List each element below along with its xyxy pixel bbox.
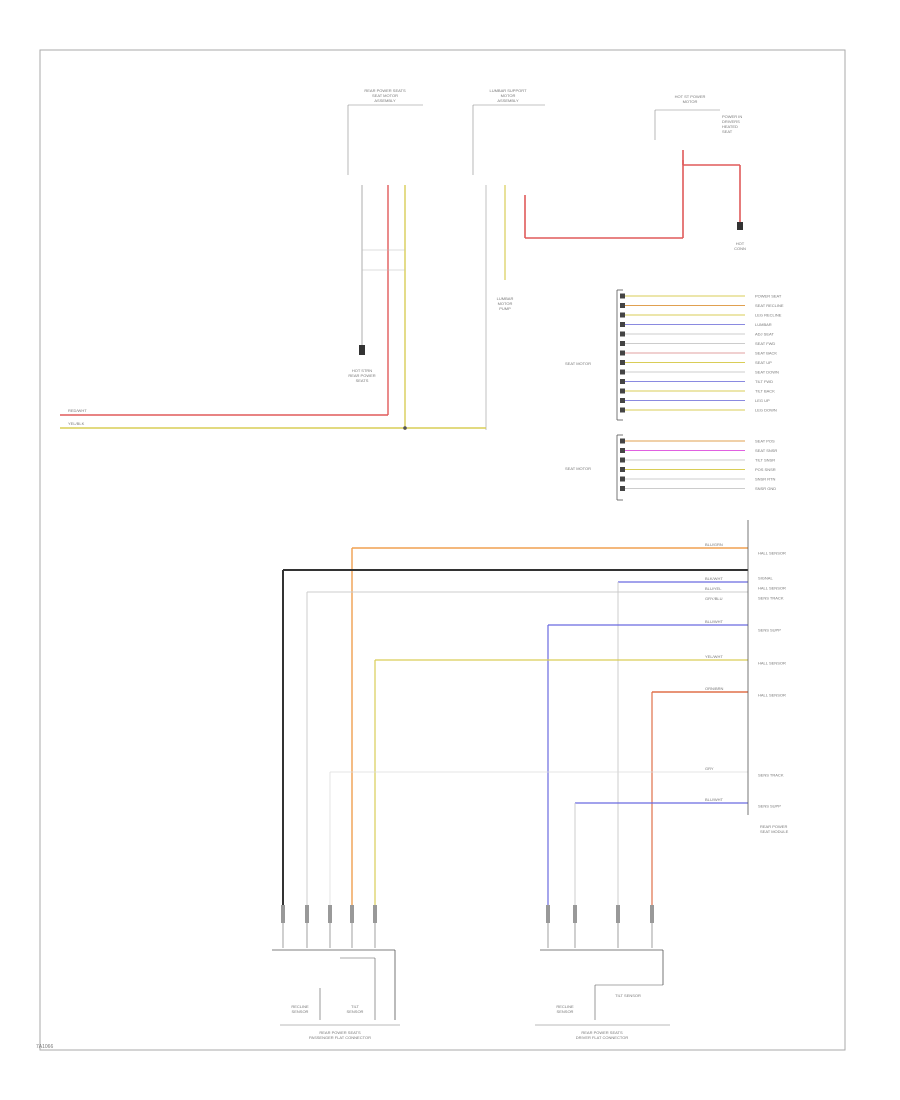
connector-2-pin-label: SEAT POS bbox=[755, 439, 775, 444]
connector-2-pin bbox=[620, 486, 625, 491]
connector-1-pin bbox=[620, 369, 625, 375]
terminal-stub bbox=[573, 905, 577, 923]
connector-1-pin bbox=[620, 293, 625, 299]
terminal-stub bbox=[616, 905, 620, 923]
lower-pin-label: SENS SUPP bbox=[758, 804, 781, 809]
bottom-connector-stubs bbox=[281, 905, 654, 948]
connector-1-pin bbox=[620, 350, 625, 356]
connector-group-2-label: SEAT MOTOR bbox=[565, 466, 591, 471]
connector-2-pin-label: SEAT SNSR bbox=[755, 448, 777, 453]
connector-1-pin-label: LEG DOWN bbox=[755, 408, 777, 413]
connector-2-pin bbox=[620, 438, 625, 444]
wire-color-label: GRY/BLU bbox=[705, 596, 723, 601]
terminal-stub bbox=[650, 905, 654, 923]
connector-group-1-label: SEAT MOTOR bbox=[565, 361, 591, 366]
connector-group-1: SEAT MOTOR POWER SEAT SEAT RECLINE LEG REC… bbox=[565, 289, 784, 421]
wire-color-label: BLU/WHT bbox=[705, 797, 724, 802]
connector-1-pin-label: TILT FWD bbox=[755, 379, 773, 384]
terminal-stub bbox=[350, 905, 354, 923]
wire-color-label: BLU/YEL bbox=[705, 586, 722, 591]
connector-2-pin-label: TILT SNSR bbox=[755, 458, 775, 463]
connector-1-pin bbox=[620, 331, 625, 337]
lower-pin-label: HALL SENSOR bbox=[758, 661, 786, 666]
connector-group-2: SEAT MOTOR SEAT POS SEAT SNSR TILT SNSR POS… bbox=[565, 434, 777, 501]
left-feed-wires: RED/WHT YEL/BLK bbox=[60, 408, 486, 430]
terminal-stub bbox=[373, 905, 377, 923]
terminal-stub bbox=[305, 905, 309, 923]
connector-1-pin-label: LEG RECLINE bbox=[755, 313, 782, 318]
wire-label-yellow: YEL/BLK bbox=[68, 421, 85, 426]
lower-pin-label: HALL SENSOR bbox=[758, 586, 786, 591]
connector-2-pin-label: SNSR RTN bbox=[755, 477, 775, 482]
connector-1-pin-label: LUMBAR bbox=[755, 322, 772, 327]
connector-2-pin bbox=[620, 457, 625, 463]
connector-1-pin-label: ADJ SEAT bbox=[755, 332, 774, 337]
lower-harness: HALL SENSOR SIGNAL HALL SENSOR SENS TRACK SE… bbox=[282, 520, 789, 905]
connector-1-pin bbox=[620, 303, 625, 308]
bottom-right-sub2: TILT SENSOR bbox=[615, 993, 641, 998]
lower-pin-label: SENS TRACK bbox=[758, 596, 784, 601]
connector-1-pin bbox=[620, 407, 625, 413]
connector-1-pin-label: POWER SEAT bbox=[755, 294, 782, 299]
connector-2-pin bbox=[620, 467, 625, 472]
connector-2-pin-label: SNSR GND bbox=[755, 486, 776, 491]
connector-1-pin bbox=[620, 341, 625, 346]
wire-color-label: BLK/WHT bbox=[705, 576, 723, 581]
connector-1-pin-label: LEG UP bbox=[755, 398, 770, 403]
connector-1-pin bbox=[620, 360, 625, 365]
diagram-frame bbox=[39, 49, 846, 1051]
wire-color-label: YEL/WHT bbox=[705, 654, 723, 659]
connector-1-pin-label: SEAT RECLINE bbox=[755, 303, 784, 308]
connector-1-pin-label: SEAT BACK bbox=[755, 351, 777, 356]
lower-pin-label: SIGNAL bbox=[758, 576, 773, 581]
connector-1-pin-label: SEAT DOWN bbox=[755, 370, 779, 375]
connector-1-pin-label: SEAT UP bbox=[755, 360, 772, 365]
connector-1-pin bbox=[620, 379, 625, 384]
connector-2-pin bbox=[620, 476, 625, 482]
wire-color-label: BLU/GRN bbox=[705, 542, 723, 547]
connector-1-pin bbox=[620, 312, 625, 318]
connector-1-pin bbox=[620, 388, 625, 394]
connector-1-pin bbox=[620, 398, 625, 403]
connector-2-pin bbox=[620, 448, 625, 453]
lower-pin-label: HALL SENSOR bbox=[758, 693, 786, 698]
connector-2-pin-label: POS SNSR bbox=[755, 467, 776, 472]
wire-label-red: RED/WHT bbox=[68, 408, 87, 413]
connector-1-pin-label: SEAT FWD bbox=[755, 341, 775, 346]
wire-color-label: ORN/BRN bbox=[705, 686, 724, 691]
wire-color-label: GRY bbox=[705, 766, 714, 771]
lower-pin-label: SENS TRACK bbox=[758, 773, 784, 778]
wire-color-label: BLU/WHT bbox=[705, 619, 724, 624]
footer-code: 7A1066 bbox=[36, 1044, 54, 1050]
lower-pin-label: HALL SENSOR bbox=[758, 551, 786, 556]
terminal-stub bbox=[328, 905, 332, 923]
connector-1-pin-label: TILT BACK bbox=[755, 389, 775, 394]
connector-1-pin bbox=[620, 322, 625, 327]
terminal-stub bbox=[281, 905, 285, 923]
terminal-stub bbox=[546, 905, 550, 923]
lower-pin-label: SENS SUPP bbox=[758, 628, 781, 633]
